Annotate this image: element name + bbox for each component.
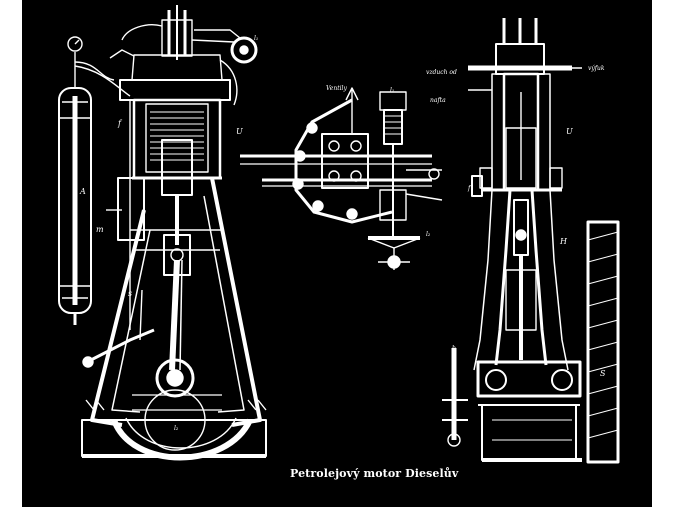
engine-frame — [81, 177, 267, 461]
label-valves-l2: l₂ — [426, 231, 431, 238]
air-tank — [58, 36, 131, 325]
label-engine-f: f — [118, 119, 121, 128]
cylinder-head — [109, 5, 258, 106]
label-tank-a: A — [80, 187, 86, 196]
label-engine-s: s — [128, 289, 133, 298]
label-front-u: U — [566, 127, 573, 136]
label-engine-l1: l₁ — [254, 35, 259, 42]
valve-mechanism-view — [240, 87, 443, 270]
left-section-view — [58, 5, 267, 461]
label-front-b: b — [452, 345, 456, 352]
right-front-view — [442, 18, 620, 464]
label-engine-u: U — [236, 127, 243, 136]
label-front-f: f — [468, 185, 471, 192]
blueprint-plate — [22, 0, 652, 507]
label-exhaust: výfuk — [588, 65, 605, 72]
label-fuel-inlet: nafta — [430, 97, 446, 104]
label-valves-top: Ventily — [326, 85, 347, 92]
cylinder-block — [106, 98, 222, 330]
engine-drawing — [58, 5, 620, 464]
label-air-inlet: vzduch od — [426, 69, 457, 76]
label-engine-m: m — [96, 225, 104, 234]
label-valves-l1: l₁ — [390, 87, 395, 94]
label-front-h: H — [560, 237, 567, 246]
plate-caption: Petrolejový motor Dieselův — [290, 467, 459, 480]
label-engine-l2: l₂ — [174, 425, 179, 432]
label-front-s: S — [600, 369, 606, 378]
